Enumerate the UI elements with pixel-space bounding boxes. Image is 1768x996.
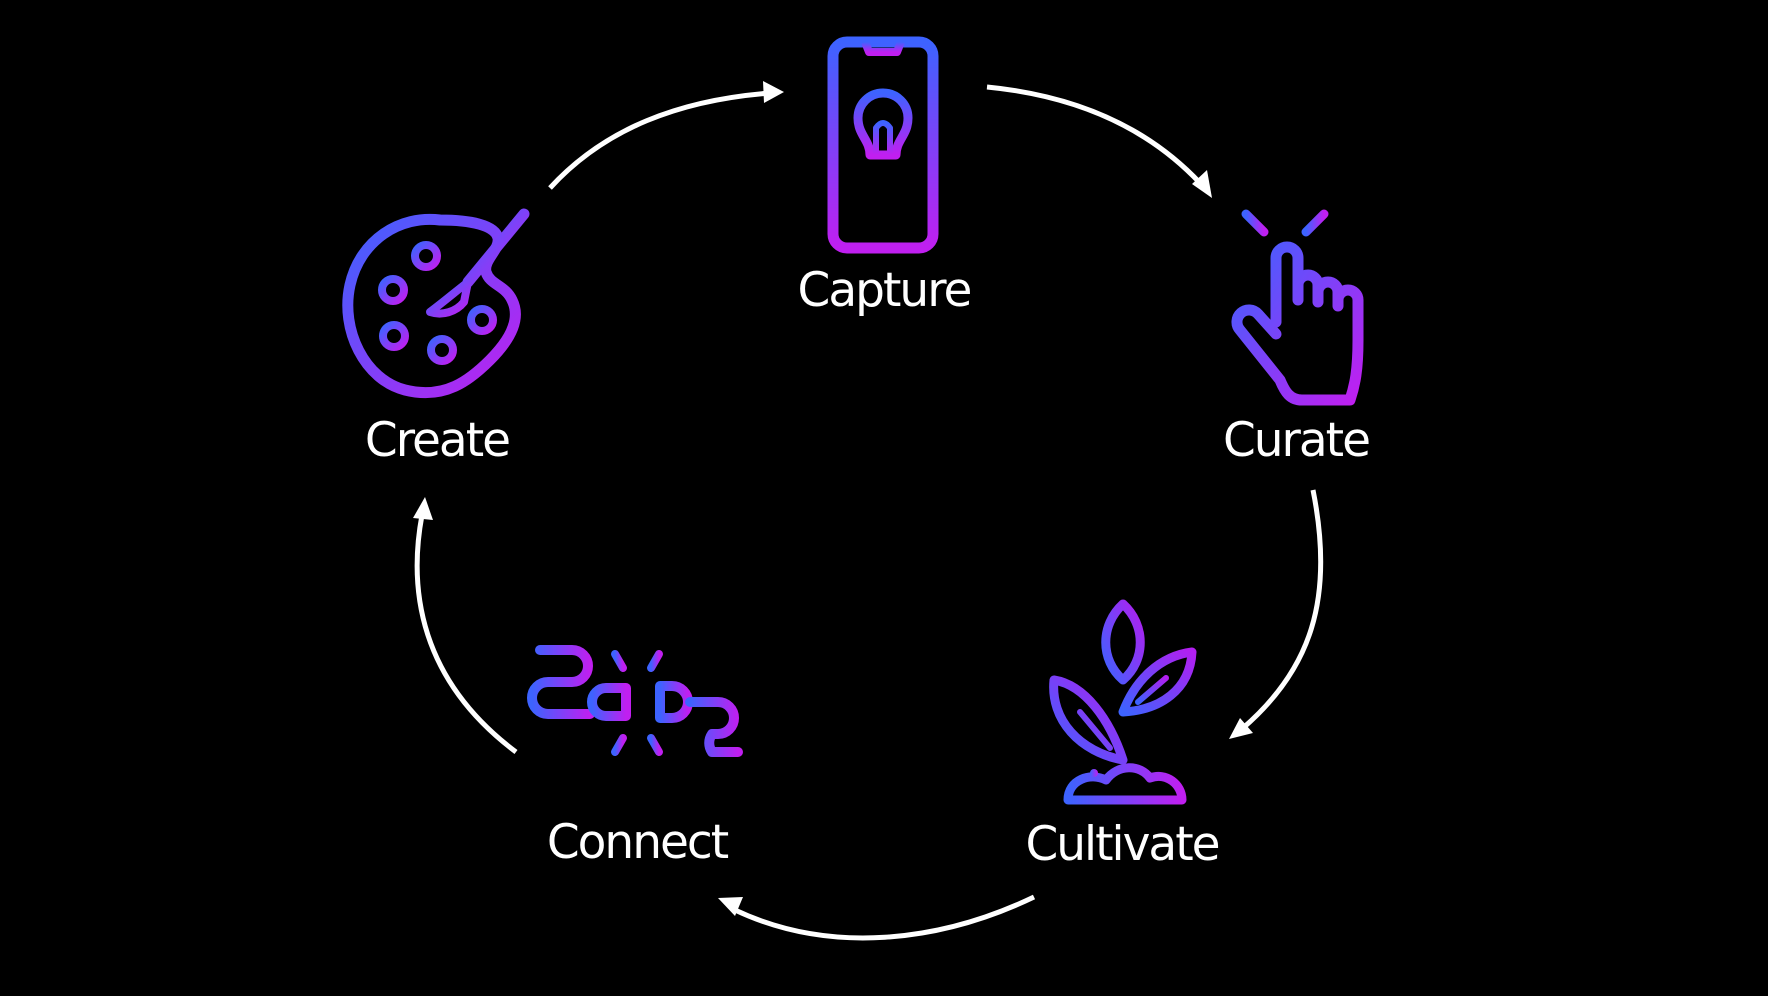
step-label-capture: Capture <box>798 263 971 318</box>
smartphone-lightbulb-icon <box>827 36 939 254</box>
arrow-curate-to-cultivate <box>1229 489 1324 739</box>
step-label-connect: Connect <box>547 815 729 870</box>
arrow-connect-to-create <box>413 497 518 754</box>
step-label-curate: Curate <box>1223 413 1369 468</box>
plug-connector-icon <box>527 644 743 760</box>
arrow-create-to-capture <box>548 81 784 190</box>
arrow-cultivate-to-connect <box>718 894 1036 941</box>
paint-palette-icon <box>342 208 530 399</box>
step-label-create: Create <box>365 413 509 468</box>
arrow-capture-to-curate <box>986 84 1212 198</box>
tapping-hand-icon <box>1227 193 1364 406</box>
step-label-cultivate: Cultivate <box>1025 817 1218 872</box>
sprouting-plant-icon <box>1049 599 1197 808</box>
